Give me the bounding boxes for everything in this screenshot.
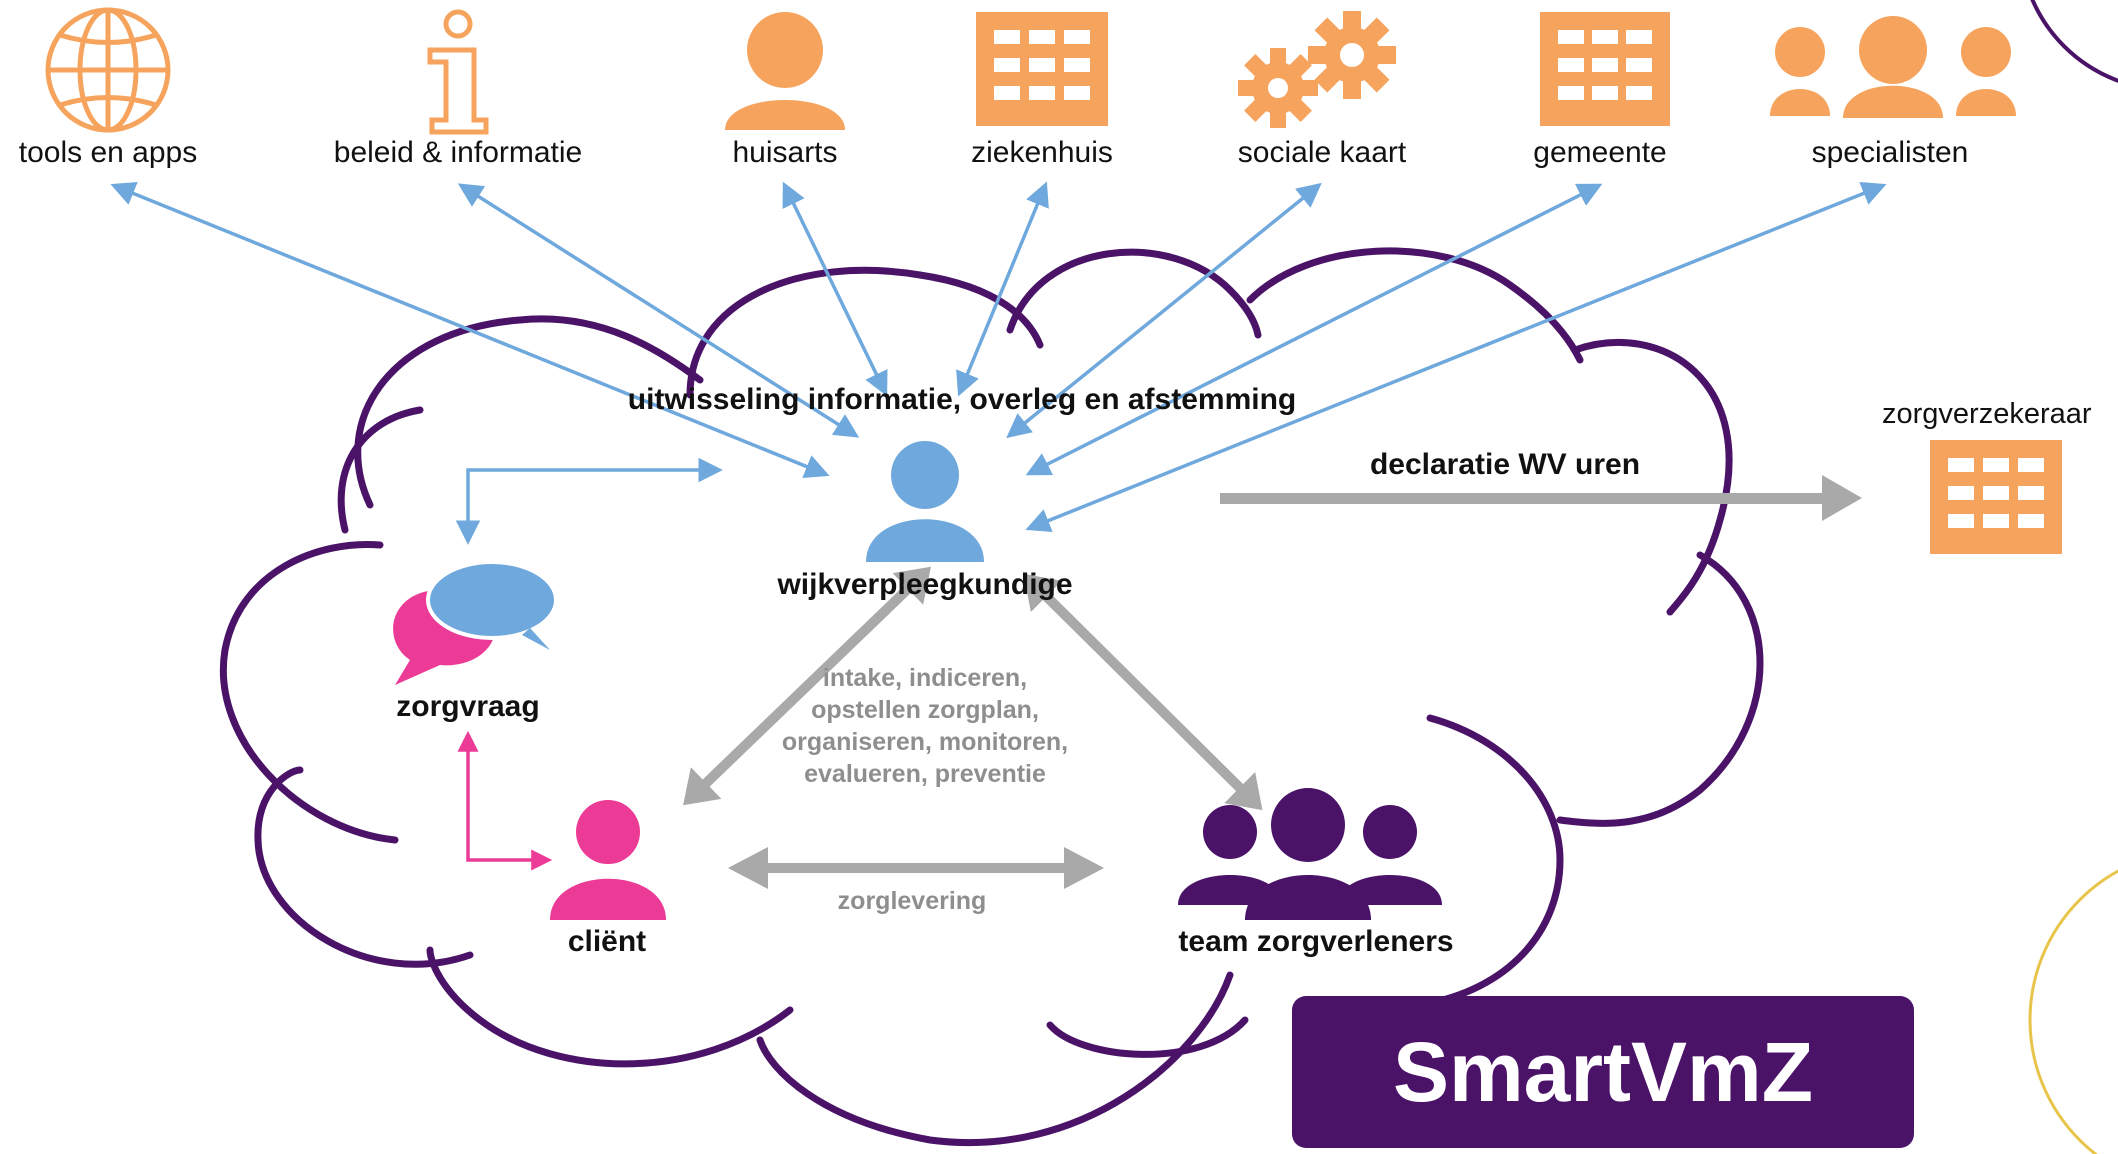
delivery-label: zorglevering [837,887,987,915]
brand-badge: SmartVmZ [1292,996,1914,1148]
insurer-label: zorgverzekeraar [1882,398,2092,430]
grey-arrows [683,475,1862,889]
top-label-beleid: beleid & informatie [333,136,583,169]
person-icon [725,12,845,130]
client-label: cliënt [567,925,647,958]
team-label: team zorgverleners [1178,925,1454,958]
top-label-tools: tools en apps [18,136,198,169]
decorative-circle-bottom [2028,869,2118,1154]
decorative-circle-top [2030,0,2118,83]
pink-link [457,730,553,871]
top-label-gemeente: gemeente [1533,136,1667,169]
wijkverpleegkundige-label: wijkverpleegkundige [777,568,1073,601]
speech-bubbles-icon [393,560,558,685]
top-label-specialisten: specialisten [1811,136,1969,169]
top-label-huisarts: huisarts [732,136,838,169]
declaration-arrow [1220,475,1862,521]
group-icon [1770,16,2016,118]
gears-icon [1238,11,1396,128]
task-line: evalueren, preventie [804,760,1046,788]
task-line: organiseren, monitoren, [781,728,1069,756]
declaration-label: declaratie WV uren [1369,448,1641,481]
top-label-sociale-kaart: sociale kaart [1237,136,1407,169]
info-icon [427,9,489,135]
building-icon [1540,12,1670,126]
building-icon [1930,440,2062,554]
top-label-ziekenhuis: ziekenhuis [971,136,1113,169]
zorgvraag-label: zorgvraag [396,690,540,723]
task-line: intake, indiceren, [822,664,1028,692]
team-icon [1178,788,1442,920]
globe-icon [45,7,171,133]
tasks-list: intake, indiceren, opstellen zorgplan, o… [782,662,1068,790]
client-icon [550,800,666,920]
exchange-label: uitwisseling informatie, overleg en afst… [627,383,1297,416]
task-line: opstellen zorgplan, [811,696,1039,724]
exchange-arrows [110,181,1887,545]
wijkverpleegkundige-icon [866,441,984,562]
building-icon [976,12,1108,126]
